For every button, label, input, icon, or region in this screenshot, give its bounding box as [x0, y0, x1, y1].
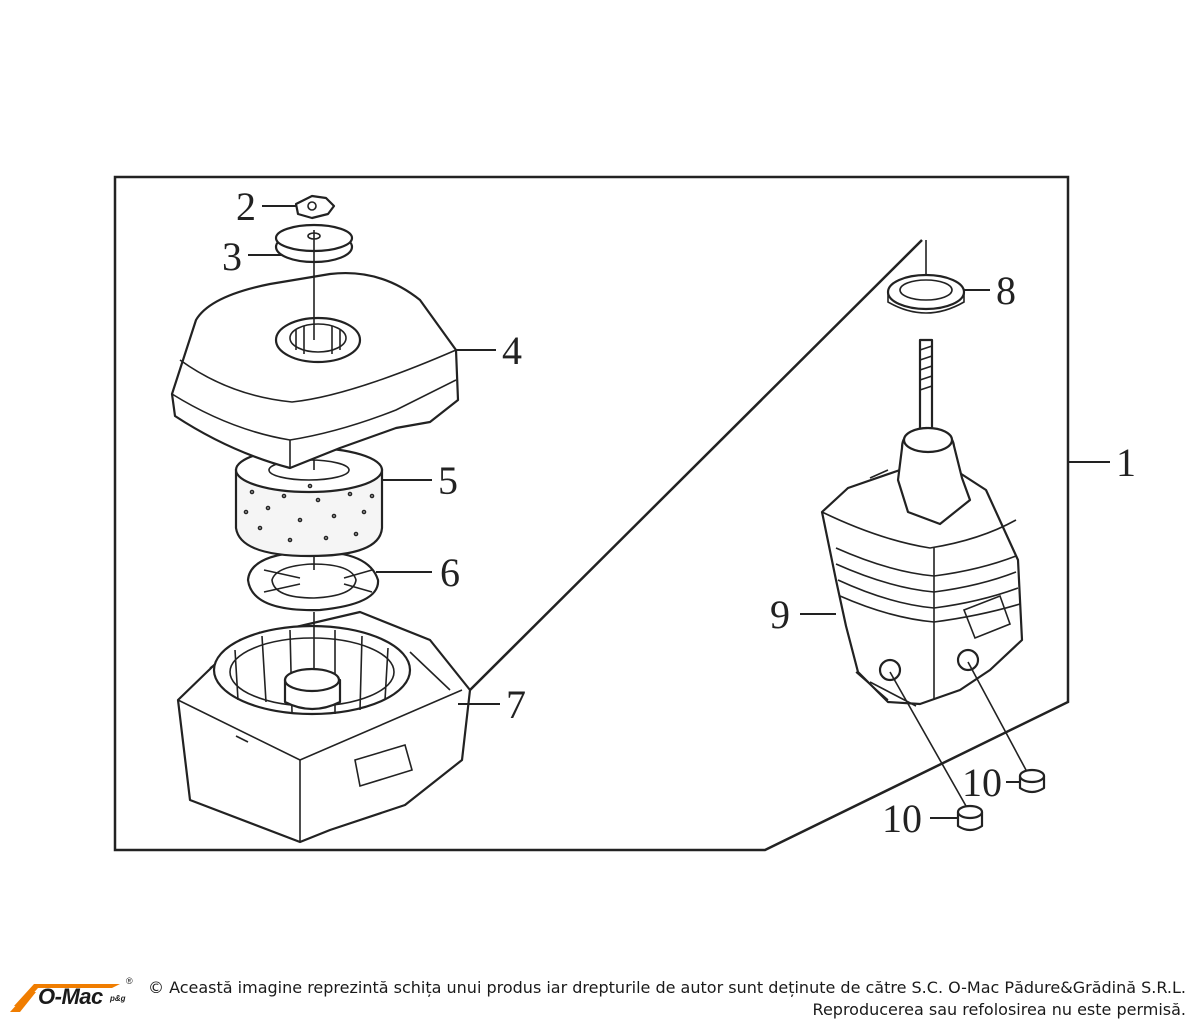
part-4-filter-cover	[170, 272, 460, 470]
part-6-gasket	[246, 550, 380, 612]
logo-suffix: p&g	[110, 994, 126, 1003]
callout-4: 4	[502, 328, 522, 373]
logo-registered-mark: ®	[126, 976, 133, 986]
callout-6: 6	[440, 550, 460, 595]
part-2-wing-nut	[294, 194, 336, 220]
footer: O-Mac p&g ® © Această imagine reprezintă…	[0, 960, 1200, 1030]
bolt-axis-lines	[889, 661, 1027, 807]
callout-2: 2	[236, 184, 256, 229]
callout-10a: 10	[962, 760, 1002, 805]
callout-3: 3	[222, 234, 242, 279]
exploded-parts-diagram: 1 2 3 4 5 6 7 8 9 10 10	[113, 175, 1136, 852]
callout-8: 8	[996, 268, 1016, 313]
part-9-filter-housing	[820, 426, 1024, 707]
callout-7: 7	[506, 682, 526, 727]
part-7-filter-base	[176, 610, 472, 844]
callout-9: 9	[770, 592, 790, 637]
logo-text: O-Mac	[38, 984, 103, 1009]
copyright-line-2: Reproducerea sau refolosirea nu este per…	[812, 1000, 1186, 1019]
callout-5: 5	[438, 458, 458, 503]
assembly-frame	[113, 175, 1070, 852]
part-5-foam-filter	[234, 446, 384, 558]
part-8-o-ring	[886, 273, 966, 314]
callout-1: 1	[1116, 440, 1136, 485]
part-10-bolt-right	[1018, 768, 1046, 794]
copyright-line-1: © Această imagine reprezintă schița unui…	[147, 978, 1186, 997]
diagonal-separator	[467, 239, 923, 693]
omac-logo-icon: O-Mac p&g ®	[8, 976, 136, 1016]
part-10-bolt-left	[956, 804, 984, 832]
callout-10b: 10	[882, 796, 922, 841]
copyright-notice: © Această imagine reprezintă schița unui…	[148, 977, 1186, 1021]
